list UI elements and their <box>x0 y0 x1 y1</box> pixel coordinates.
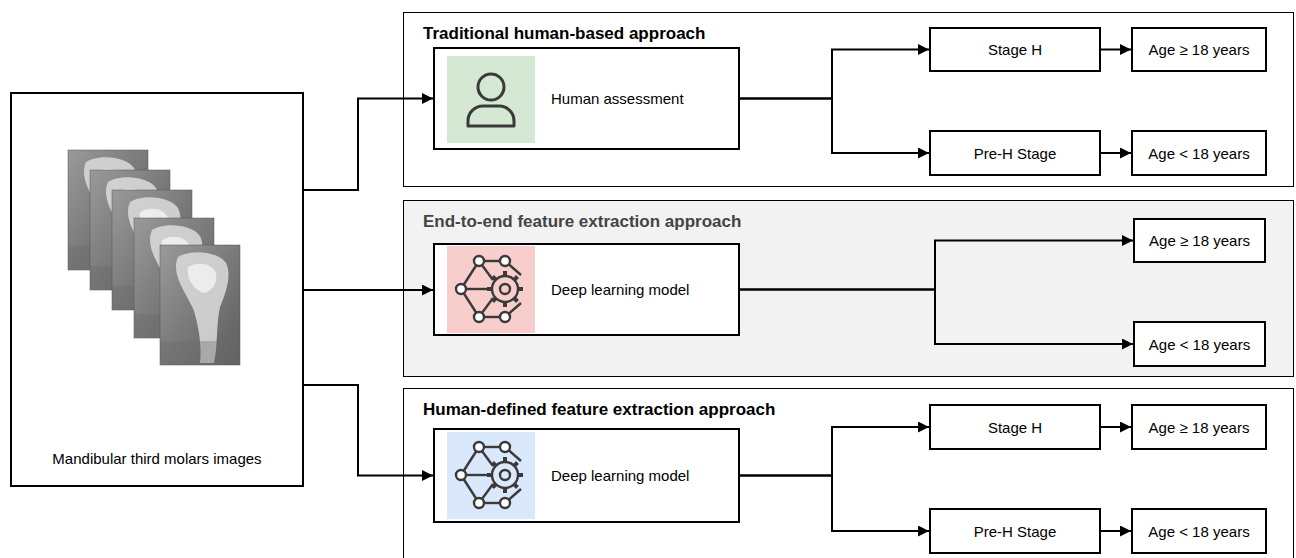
flow-arrow <box>740 476 929 532</box>
person-icon <box>447 56 535 143</box>
box-label: Age ≥ 18 years <box>1149 419 1250 436</box>
method-box: Deep learning model <box>433 243 740 336</box>
result-box: Age < 18 years <box>1131 508 1267 554</box>
result-box: Pre-H Stage <box>929 130 1101 176</box>
flow-arrow <box>1101 426 1131 428</box>
box-label: Age < 18 years <box>1148 145 1249 162</box>
network-icon <box>447 432 535 519</box>
box-label: Human assessment <box>551 90 684 107</box>
approach-panel: Traditional human-based approachHuman as… <box>403 12 1294 187</box>
flow-arrow <box>1101 49 1131 51</box>
box-label: Deep learning model <box>551 281 689 298</box>
flow-arrow <box>304 289 433 291</box>
approach-panel: Human-defined feature extraction approac… <box>403 388 1294 558</box>
panel-heading: End-to-end feature extraction approach <box>423 212 741 232</box>
network-icon <box>447 246 535 333</box>
flow-arrow <box>1101 152 1131 154</box>
flow-arrow <box>740 427 929 476</box>
flow-arrow <box>740 241 1133 290</box>
box-label: Age ≥ 18 years <box>1149 232 1250 249</box>
method-box: Human assessment <box>433 47 740 150</box>
source-box: Mandibular third molars images <box>10 92 304 487</box>
result-box: Stage H <box>929 27 1101 72</box>
box-label: Pre-H Stage <box>974 145 1057 162</box>
box-label: Age ≥ 18 years <box>1149 41 1250 58</box>
flow-arrow <box>740 50 929 99</box>
result-box: Age ≥ 18 years <box>1133 218 1266 263</box>
panel-heading: Human-defined feature extraction approac… <box>423 400 775 420</box>
result-box: Age ≥ 18 years <box>1131 27 1267 72</box>
result-box: Age < 18 years <box>1131 130 1267 176</box>
flow-arrow <box>740 290 1133 345</box>
box-label: Deep learning model <box>551 467 689 484</box>
box-label: Age < 18 years <box>1148 523 1249 540</box>
flow-arrow <box>304 99 433 191</box>
result-box: Age ≥ 18 years <box>1131 404 1267 450</box>
result-box: Age < 18 years <box>1133 321 1266 367</box>
box-label: Mandibular third molars images <box>12 450 302 467</box>
panel-heading: Traditional human-based approach <box>423 24 705 44</box>
result-box: Stage H <box>929 404 1101 450</box>
flow-arrow <box>1101 530 1131 532</box>
flow-arrow <box>304 385 433 476</box>
box-label: Stage H <box>988 41 1042 58</box>
box-label: Age < 18 years <box>1149 336 1250 353</box>
method-box: Deep learning model <box>433 428 740 523</box>
flow-arrow <box>740 99 929 154</box>
result-box: Pre-H Stage <box>929 508 1101 554</box>
box-label: Stage H <box>988 419 1042 436</box>
approach-panel: End-to-end feature extraction approachDe… <box>403 200 1294 377</box>
radiograph-stack <box>68 150 240 365</box>
box-label: Pre-H Stage <box>974 523 1057 540</box>
